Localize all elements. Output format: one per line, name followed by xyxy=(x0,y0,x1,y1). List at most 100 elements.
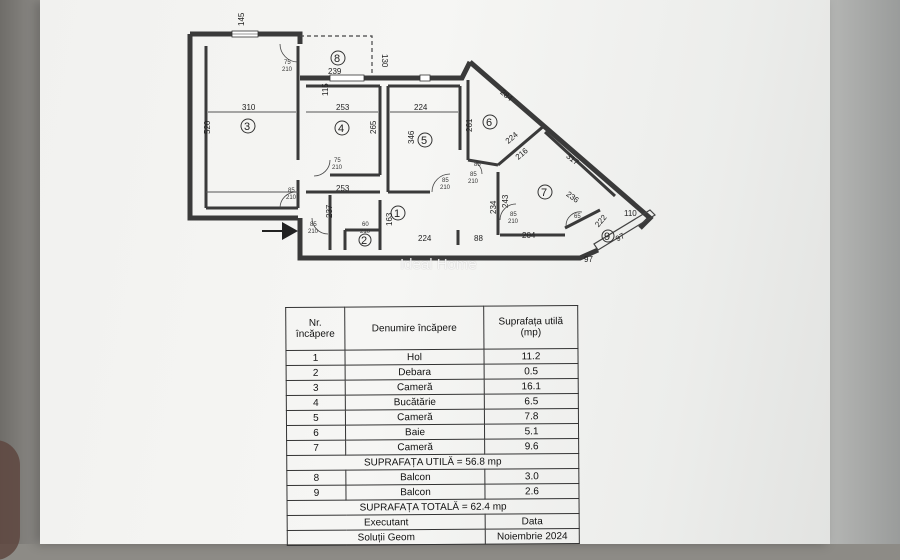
room-7-number: 7 xyxy=(541,187,547,199)
dim-253-a: 253 xyxy=(336,103,350,112)
interior-walls xyxy=(204,46,617,250)
dim-236: 236 xyxy=(564,190,581,205)
dim-234: 234 xyxy=(489,200,498,214)
dim-520: 520 xyxy=(203,120,212,134)
cell-name: Hol xyxy=(344,349,485,366)
door-11-width: 85 xyxy=(474,162,481,168)
outer-walls xyxy=(187,31,654,261)
cell-nr: 5 xyxy=(286,410,346,426)
door-10-width: 65 xyxy=(574,214,581,220)
header-nr: Nr. încăpere xyxy=(285,307,345,351)
balcony-8-outline xyxy=(300,35,373,76)
room-3-number: 3 xyxy=(244,121,250,133)
document-page xyxy=(40,0,830,544)
entrance-arrow-icon xyxy=(262,222,298,240)
header-area: Suprafața utilă (mp) xyxy=(483,305,578,350)
cell-nr: 2 xyxy=(286,365,346,381)
cell-area: 3.0 xyxy=(484,468,579,485)
cell-name: Debara xyxy=(345,364,485,381)
cell-name: Balcon xyxy=(345,484,486,501)
dim-222: 222 xyxy=(593,212,609,228)
cell-area: 11.2 xyxy=(483,348,579,365)
executant-label: Executant xyxy=(287,514,486,531)
room-1-number: 1 xyxy=(394,208,400,220)
cell-nr: 9 xyxy=(286,485,347,501)
finger-shadow xyxy=(0,440,20,560)
dim-110: 110 xyxy=(624,209,637,218)
table-header-row: Nr. încăpere Denumire încăpere Suprafața… xyxy=(285,305,578,351)
cell-name: Cameră xyxy=(345,379,485,396)
room-9-number: 9 xyxy=(604,231,610,243)
windows xyxy=(231,30,431,82)
cell-nr: 6 xyxy=(286,425,346,441)
executant-name: Soluții Geom xyxy=(287,529,486,546)
door-1-width: 75 xyxy=(284,60,291,66)
room-8-number: 8 xyxy=(334,53,340,65)
dim-163: 163 xyxy=(385,212,394,226)
cell-area: 6.5 xyxy=(484,393,579,410)
door-2-width: 75 xyxy=(334,158,341,164)
cell-name: Bucătărie xyxy=(345,394,485,411)
cell-name: Balcon xyxy=(345,469,485,486)
door-6-width: 85 xyxy=(442,178,449,184)
door-4-height: 210 xyxy=(308,229,319,235)
dim-97-b: 97 xyxy=(584,255,593,264)
door-8-width: 85 xyxy=(510,212,517,218)
cell-name: Baie xyxy=(345,424,485,441)
dim-253-b: 253 xyxy=(336,184,350,193)
header-name: Denumire încăpere xyxy=(344,306,484,351)
door-5-width: 60 xyxy=(362,222,369,228)
cell-area: 16.1 xyxy=(484,378,579,395)
dim-310: 310 xyxy=(242,103,256,112)
dim-204: 204 xyxy=(522,231,536,240)
cell-nr: 3 xyxy=(286,380,346,396)
dim-224-a: 224 xyxy=(414,103,428,112)
cell-nr: 4 xyxy=(286,395,346,411)
dim-224-b: 224 xyxy=(504,130,520,146)
background-right xyxy=(820,0,900,544)
data-label: Data xyxy=(485,513,580,530)
cell-name: Cameră xyxy=(345,409,485,426)
dim-346: 346 xyxy=(407,130,416,144)
cell-area: 9.6 xyxy=(484,438,579,455)
cell-area: 0.5 xyxy=(484,363,579,380)
door-3-height: 210 xyxy=(286,195,297,201)
dim-88: 88 xyxy=(474,234,483,243)
dim-224-c: 224 xyxy=(418,234,432,243)
rooms-table: Nr. încăpere Denumire încăpere Suprafața… xyxy=(285,305,580,546)
date-value: Noiembrie 2024 xyxy=(485,528,580,545)
floor-plan: 3 4 5 6 7 1 2 8 9 145 130 239 310 253 22… xyxy=(187,12,656,264)
cell-area: 2.6 xyxy=(484,483,580,500)
door-2-height: 210 xyxy=(332,165,343,171)
cell-area: 7.8 xyxy=(484,408,579,425)
watermark: Ideal Home xyxy=(400,256,477,273)
door-1-height: 210 xyxy=(282,67,293,73)
door-3-width: 85 xyxy=(288,188,295,194)
door-swings xyxy=(279,43,583,235)
cell-name: Cameră xyxy=(345,439,485,456)
door-5-height: 210 xyxy=(360,229,371,235)
dim-145: 145 xyxy=(237,12,246,26)
room-6-number: 6 xyxy=(486,117,492,129)
dim-130: 130 xyxy=(380,54,389,68)
room-4-number: 4 xyxy=(338,123,344,135)
dim-239: 239 xyxy=(328,67,342,76)
door-7-width: 85 xyxy=(470,172,477,178)
room-labels: 3 4 5 6 7 1 2 8 9 xyxy=(240,50,615,247)
dim-243: 243 xyxy=(501,194,510,208)
door-7-height: 210 xyxy=(468,179,479,185)
cell-nr: 8 xyxy=(286,470,346,486)
dim-265: 265 xyxy=(369,120,378,134)
cell-nr: 7 xyxy=(286,440,346,456)
room-2-number: 2 xyxy=(361,235,367,247)
door-8-height: 210 xyxy=(508,219,519,225)
dim-115: 115 xyxy=(321,83,330,96)
room-5-number: 5 xyxy=(421,135,427,147)
door-6-height: 210 xyxy=(440,185,451,191)
balcony-9-outline xyxy=(593,209,656,251)
cell-area: 5.1 xyxy=(484,423,579,440)
cell-nr: 1 xyxy=(285,350,346,366)
dim-237: 237 xyxy=(325,204,334,218)
dim-261: 261 xyxy=(465,118,474,132)
